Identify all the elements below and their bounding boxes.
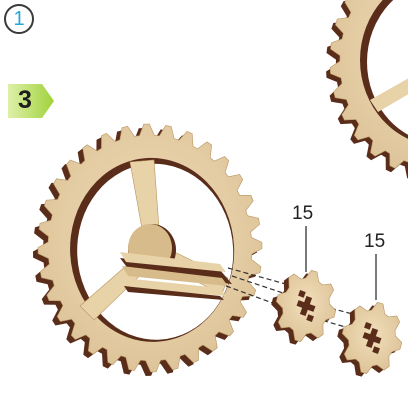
small-cog-part-15-a bbox=[271, 270, 335, 344]
sub-step-number: 3 bbox=[18, 88, 32, 113]
part-label-a: 15 bbox=[292, 204, 313, 223]
part-label-b: 15 bbox=[364, 232, 385, 251]
background-gear bbox=[326, 0, 408, 182]
step-number-badge: 1 bbox=[4, 4, 34, 34]
sub-step-badge: 3 bbox=[8, 84, 54, 118]
small-cog-part-15-b bbox=[337, 302, 401, 376]
large-gear bbox=[33, 124, 262, 376]
